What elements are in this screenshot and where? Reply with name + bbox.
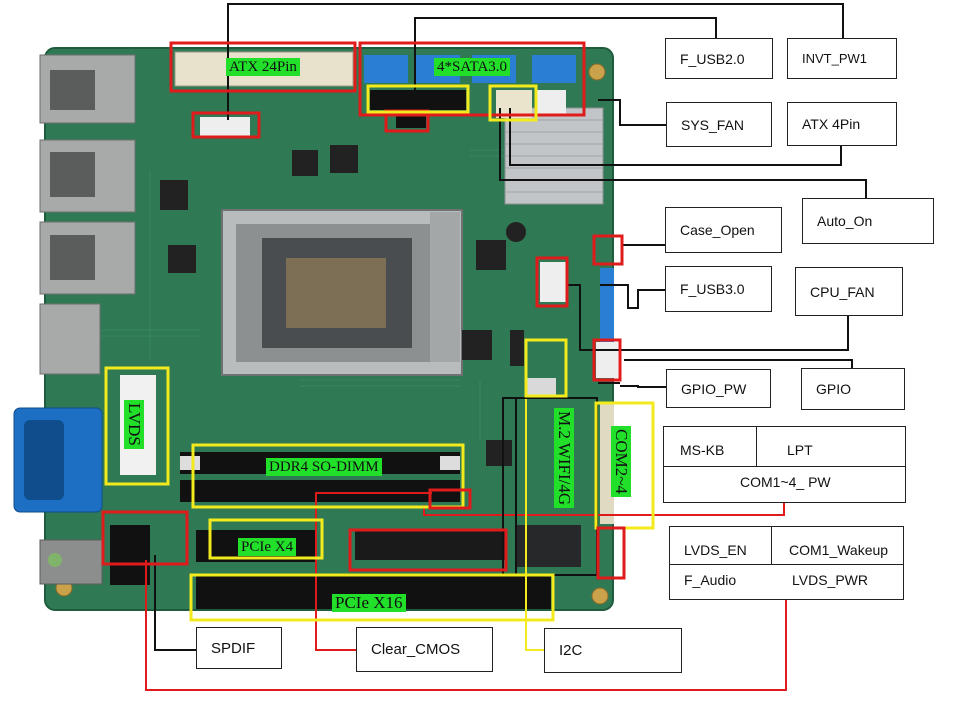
callout-i2c: I2C — [544, 628, 682, 673]
highlight-boxes — [101, 41, 655, 622]
tag-m2: M.2 WIFI/4G — [554, 408, 574, 509]
label-lvds-pwr: LVDS_PWR — [792, 572, 868, 588]
callout-gpio-pw: GPIO_PW — [666, 369, 771, 408]
label-com-pw: COM1~4_ PW — [740, 474, 831, 490]
callout-cpu-fan: CPU_FAN — [795, 267, 903, 316]
tag-ddr4: DDR4 SO-DIMM — [266, 458, 382, 476]
callout-sys-fan: SYS_FAN — [666, 102, 772, 147]
label-com1-wakeup: COM1_Wakeup — [789, 542, 889, 558]
components — [160, 145, 524, 466]
callout-gpio: GPIO — [801, 368, 905, 410]
label-f-audio: F_Audio — [684, 572, 737, 588]
callout-atx4pin: ATX 4Pin — [787, 102, 897, 146]
rear-io — [13, 54, 136, 585]
callout-case-open: Case_Open — [665, 207, 782, 253]
tag-atx24: ATX 24Pin — [226, 58, 300, 76]
label-lvds-en: LVDS_EN — [684, 542, 747, 558]
callout-auto-on: Auto_On — [802, 198, 934, 244]
tag-pcie4: PCIe X4 — [238, 538, 297, 556]
callout-invt-pw1: INVT_PW1 — [787, 38, 897, 79]
callout-spdif: SPDIF — [196, 627, 282, 669]
callout-group-mskb-lpt-com: MS-KB LPT COM1~4_ PW — [663, 426, 906, 503]
callout-f-usb30: F_USB3.0 — [665, 266, 772, 312]
callout-group-lvds-audio: LVDS_EN COM1_Wakeup F_Audio LVDS_PWR — [669, 526, 904, 600]
callout-f-usb20: F_USB2.0 — [665, 38, 773, 79]
leader-lines — [145, 3, 867, 691]
tag-sata: 4*SATA3.0 — [434, 58, 511, 76]
tag-pcie16: PCIe X16 — [332, 594, 406, 612]
tag-lvds: LVDS — [124, 400, 144, 449]
tag-com24: COM2~4 — [611, 426, 631, 497]
callout-clear-cmos: Clear_CMOS — [356, 627, 493, 672]
cpu-socket — [221, 209, 463, 376]
label-ms-kb: MS-KB — [680, 442, 725, 458]
label-lpt: LPT — [787, 442, 813, 458]
